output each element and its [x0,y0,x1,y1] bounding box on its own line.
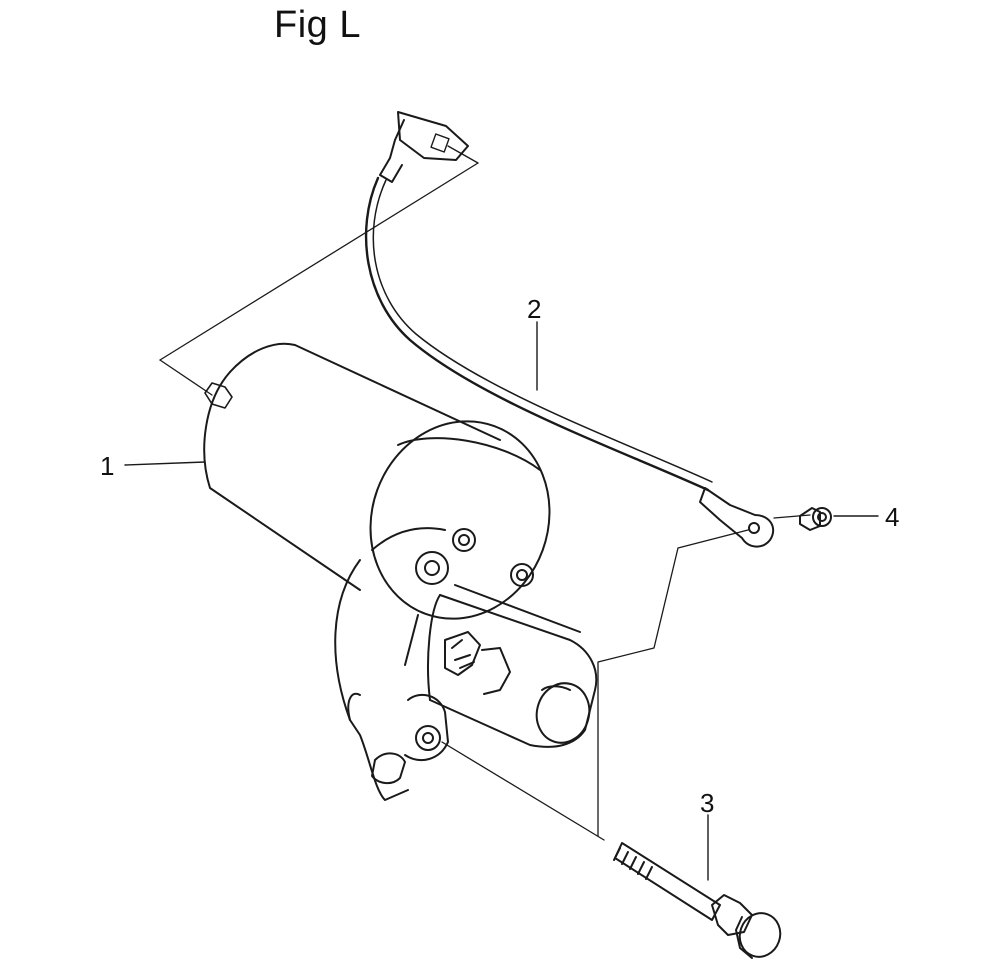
guide-line-connector [159,145,479,396]
guide-line-bolt [441,514,811,841]
callout-2: 2 [527,294,541,324]
callout-3: 3 [700,788,714,818]
callout-1: 1 [100,451,114,481]
terminal-nut [799,507,832,531]
figure-title: Fig L [274,4,361,46]
starter-cable [364,111,775,548]
callout-4: 4 [885,502,899,532]
mounting-bolt [613,842,782,959]
leader-lines [124,321,879,881]
starter-motor [203,342,598,801]
